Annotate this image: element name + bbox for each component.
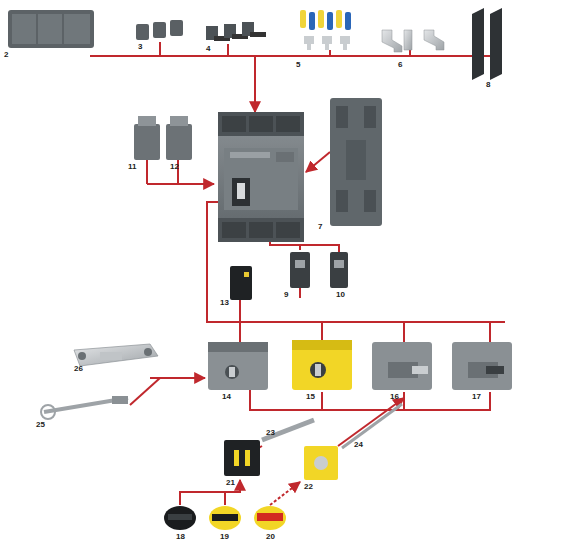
callout-number: 26	[74, 364, 83, 374]
callout-number: 24	[354, 440, 363, 450]
callout-number: 7	[318, 222, 322, 232]
callout-number: 13	[220, 298, 229, 308]
auxiliary-switches	[290, 252, 348, 288]
callout-number: 17	[472, 392, 481, 402]
mounting-plate	[330, 98, 382, 226]
callout-number: 19	[220, 532, 229, 542]
callout-number: 10	[336, 290, 345, 300]
linkages	[41, 344, 158, 419]
ferrules	[300, 10, 351, 50]
callout-number: 4	[206, 44, 210, 54]
callout-number: 25	[36, 420, 45, 430]
auxiliary-modules	[134, 116, 192, 160]
callout-number: 6	[398, 60, 402, 70]
box-terminals	[136, 20, 183, 40]
callout-number: 5	[296, 60, 300, 70]
callout-number: 2	[4, 50, 8, 60]
door-handles	[224, 404, 402, 480]
callout-number: 12	[170, 162, 179, 172]
callout-number: 18	[176, 532, 185, 542]
terminal-cover	[8, 10, 94, 48]
callout-number: 9	[284, 290, 288, 300]
callout-number: 20	[266, 532, 275, 542]
rotary-operators	[208, 340, 512, 390]
leader-lines	[90, 42, 505, 505]
callout-number: 23	[266, 428, 275, 438]
busbar-extensions	[382, 30, 444, 52]
circuit-breaker	[218, 112, 304, 242]
callout-number: 3	[138, 42, 142, 52]
callout-number: 14	[222, 392, 231, 402]
callout-number: 11	[128, 162, 136, 172]
callout-number: 21	[226, 478, 235, 488]
signal-module	[230, 266, 252, 300]
cable-lugs	[206, 22, 266, 41]
callout-number: 8	[486, 80, 490, 90]
callout-number: 15	[306, 392, 315, 402]
handle-knobs	[164, 506, 286, 530]
phase-barriers	[472, 8, 502, 80]
callout-number: 22	[304, 482, 313, 492]
callout-number: 16	[390, 392, 399, 402]
